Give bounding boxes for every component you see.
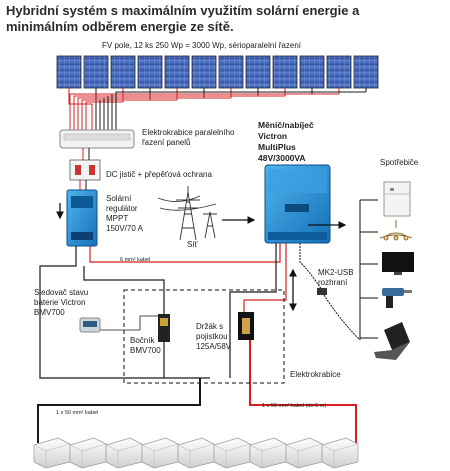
fridge-icon xyxy=(383,181,411,217)
regulator-label-line-1: Solární xyxy=(106,194,132,203)
title-line-1: Hybridní systém s maximálním využitím so… xyxy=(6,3,360,18)
cable-6mm-label: 6 mm² kabel xyxy=(120,257,151,263)
mk2-label: MK2-USB rozhraní xyxy=(318,268,354,288)
cable-left-label: 1 x 50 mm² kabel xyxy=(56,410,99,416)
battery-icon xyxy=(249,437,287,469)
inverter-label-line-4: 48V/3000VA xyxy=(258,153,306,163)
title-line-2: minimálním odběrem energie ze sítě. xyxy=(6,19,234,34)
electrobox-frame xyxy=(123,289,285,384)
electrobox-label: Elektrokrabice xyxy=(290,370,341,379)
solar-panel-icon xyxy=(110,55,136,89)
shunt-icon xyxy=(158,314,170,342)
shunt-label-line-1: Bočník xyxy=(130,336,155,345)
inverter-label-line-2: Victron xyxy=(258,131,288,141)
fuse-holder-icon xyxy=(238,312,254,340)
solar-panel-icon xyxy=(137,55,163,89)
solar-panel-icon xyxy=(326,55,352,89)
regulator-label: Solární regulátor MPPT 150V/70 A xyxy=(106,194,143,234)
fuse-label-line-3: 125A/58V xyxy=(196,342,232,351)
solar-panel-icon xyxy=(218,55,244,89)
fuse-label-line-2: pojistkou xyxy=(196,332,228,341)
pv-array xyxy=(56,55,379,89)
grid-label: Síť xyxy=(187,240,198,249)
inverter-label-line-1: Měnič/nabíječ xyxy=(258,120,314,130)
bmv-label-line-2: baterie Victron xyxy=(34,298,86,307)
regulator-icon xyxy=(66,189,98,247)
battery-bank xyxy=(33,437,359,469)
junction-box-label-line-1: Elektrokrabice paralelního xyxy=(142,128,235,137)
breaker-label: DC jistič + přepěťová ochrana xyxy=(106,170,212,179)
solar-panel-icon xyxy=(272,55,298,89)
junction-box-icon xyxy=(59,129,135,149)
solar-panel-icon xyxy=(83,55,109,89)
laptop-icon xyxy=(374,322,410,360)
solar-panel-icon xyxy=(56,55,82,89)
chandelier-icon xyxy=(379,220,413,241)
pv-field-label: FV pole, 12 ks 250 Wp = 3000 Wp, sériopa… xyxy=(102,41,301,50)
cable-right-label: 1 x 50 mm² kabel (do 5 m) xyxy=(262,403,327,409)
usb-cable xyxy=(323,294,361,341)
drill-icon xyxy=(382,288,412,308)
battery-icon xyxy=(177,437,215,469)
shunt-label: Bočník BMV700 xyxy=(130,336,161,356)
battery-icon xyxy=(33,437,71,469)
appliance-wiring xyxy=(299,199,378,340)
inverter-label-line-3: MultiPlus xyxy=(258,142,296,152)
fuse-label: Držák s pojistkou 125A/58V xyxy=(196,322,231,352)
battery-icon xyxy=(321,437,359,469)
battery-icon xyxy=(69,437,107,469)
solar-panel-icon xyxy=(191,55,217,89)
solar-panel-icon xyxy=(245,55,271,89)
breaker-icon xyxy=(69,159,101,181)
bmv-label-line-1: Sledovač stavu xyxy=(34,288,89,297)
junction-box-label: Elektrokrabice paralelního řazení panelů xyxy=(142,128,235,148)
mk2-usb-icon xyxy=(317,288,327,295)
inverter-icon xyxy=(264,164,331,244)
solar-panel-icon xyxy=(299,55,325,89)
fuse-label-line-1: Držák s xyxy=(196,322,224,331)
appliances-label: Spotřebiče xyxy=(380,158,419,167)
bmv-label: Sledovač stavu baterie Victron BMV700 xyxy=(34,288,88,318)
regulator-label-line-4: 150V/70 A xyxy=(106,224,143,233)
inverter-label: Měnič/nabíječ Victron MultiPlus 48V/3000… xyxy=(258,120,314,164)
battery-icon xyxy=(285,437,323,469)
regulator-label-line-3: MPPT xyxy=(106,214,129,223)
battery-icon xyxy=(141,437,179,469)
panel-wiring xyxy=(68,88,367,130)
mk2-label-line-2: rozhraní xyxy=(318,278,348,287)
main-wiring xyxy=(37,243,357,443)
pylon-icon xyxy=(157,186,217,241)
junction-box-label-line-2: řazení panelů xyxy=(142,138,191,147)
regulator-label-line-2: regulátor xyxy=(106,204,138,213)
battery-icon xyxy=(105,437,143,469)
bmv-monitor-icon xyxy=(79,317,101,333)
diagram-title: Hybridní systém s maximálním využitím so… xyxy=(6,3,446,35)
mk2-label-line-1: MK2-USB xyxy=(318,268,354,277)
solar-panel-icon xyxy=(164,55,190,89)
shunt-label-line-2: BMV700 xyxy=(130,346,161,355)
bmv-label-line-3: BMV700 xyxy=(34,308,65,317)
battery-icon xyxy=(213,437,251,469)
tv-icon xyxy=(382,252,414,275)
solar-panel-icon xyxy=(353,55,379,89)
